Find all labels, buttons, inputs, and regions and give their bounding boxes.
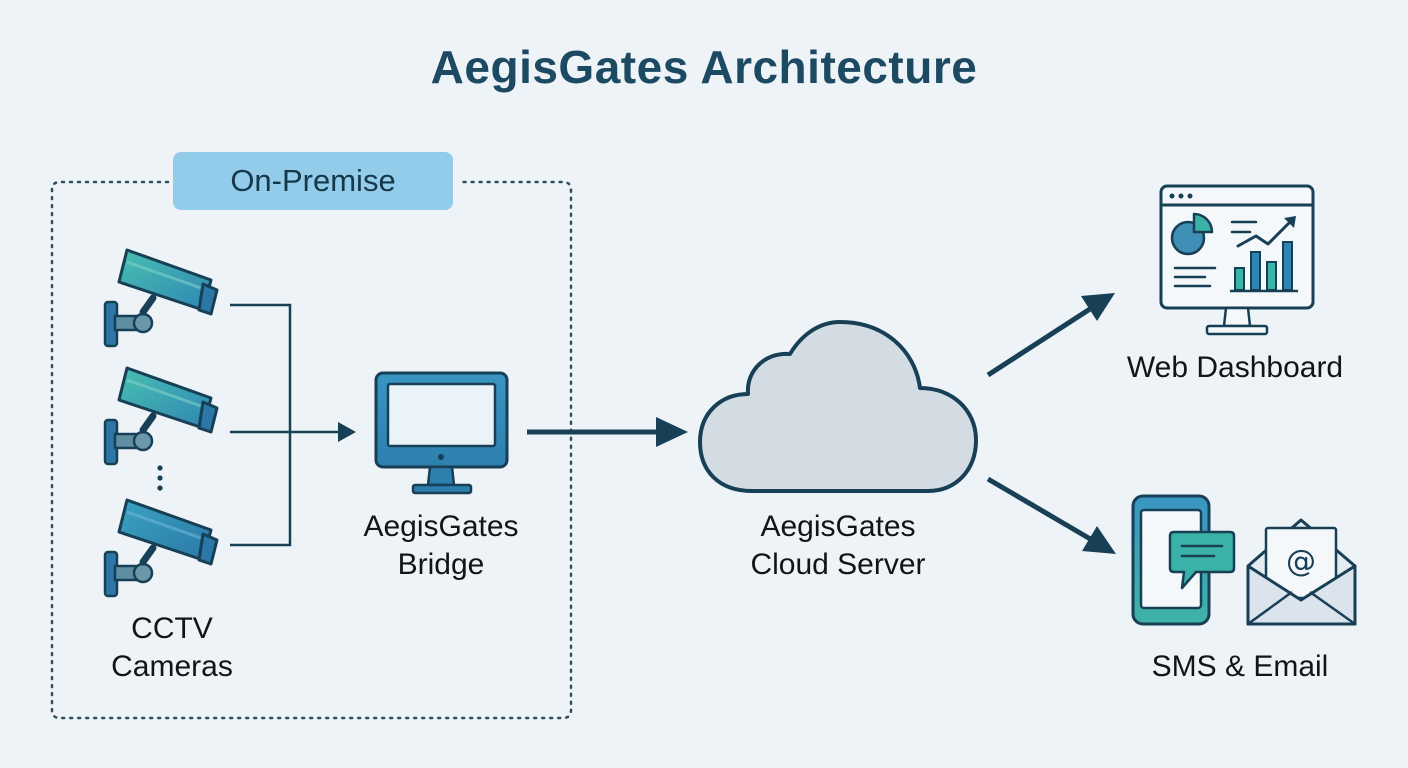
cloud-server-label-line2: Cloud Server xyxy=(750,548,926,581)
on-premise-boundary xyxy=(50,180,573,720)
web-dashboard-label: Web Dashboard xyxy=(1100,349,1370,387)
monitor-icon xyxy=(374,371,509,495)
phone-and-envelope-icon: @ xyxy=(1131,494,1357,626)
cctv-camera-icon xyxy=(103,248,219,348)
bridge-label-line2: Bridge xyxy=(397,548,485,581)
cloud-icon xyxy=(698,320,978,493)
on-premise-label: On-Premise xyxy=(173,152,453,210)
dashboard-monitor-icon xyxy=(1159,184,1315,336)
cctv-camera-icon xyxy=(103,366,219,466)
bridge-label: AegisGates Bridge xyxy=(335,508,547,584)
sms-email-label-text: SMS & Email xyxy=(1151,650,1329,683)
bridge-to-cloud-arrow xyxy=(527,417,688,447)
cloud-to-notify-arrow xyxy=(986,476,1116,554)
cctv-cameras-label-line2: Cameras xyxy=(111,650,233,683)
web-dashboard-label-text: Web Dashboard xyxy=(1126,351,1344,384)
cctv-cameras-label: CCTV Cameras xyxy=(72,610,272,686)
cloud-server-label-line1: AegisGates xyxy=(760,510,916,543)
camera-connector xyxy=(230,303,340,547)
bridge-label-line1: AegisGates xyxy=(363,510,519,543)
svg-text:@: @ xyxy=(1286,544,1316,579)
camera-to-bridge-arrowhead xyxy=(338,422,356,442)
cctv-cameras-label-line1: CCTV xyxy=(131,612,213,645)
cctv-camera-icon xyxy=(103,498,219,598)
more-cameras-ellipsis xyxy=(157,465,163,491)
sms-email-label: SMS & Email xyxy=(1120,648,1360,686)
cloud-server-label: AegisGates Cloud Server xyxy=(718,508,958,584)
cloud-to-dashboard-arrow xyxy=(986,293,1115,378)
diagram-title: AegisGates Architecture xyxy=(430,41,978,93)
